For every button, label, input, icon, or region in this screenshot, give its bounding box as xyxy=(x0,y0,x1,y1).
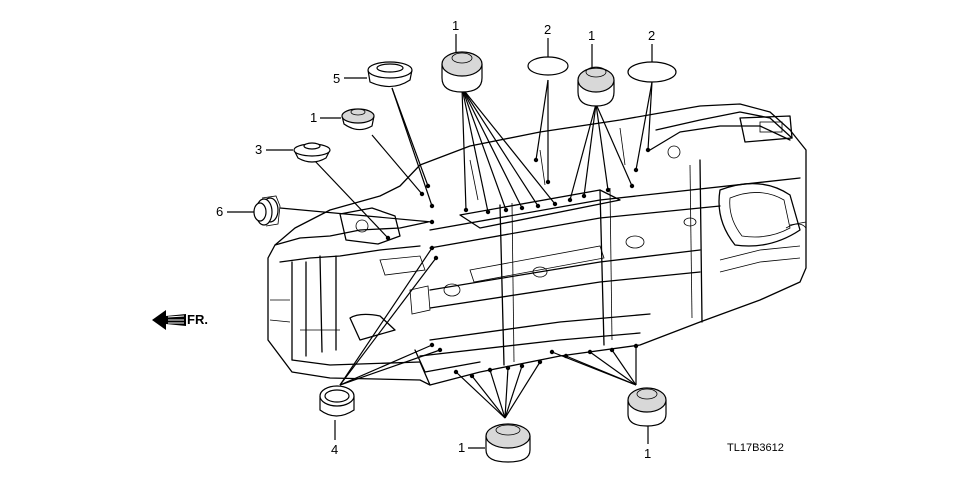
part-code: TL17B3612 xyxy=(727,442,784,454)
callout-6: 6 xyxy=(216,204,223,219)
grommet-plug-part-1 xyxy=(341,108,375,131)
grommet-part-3 xyxy=(293,142,331,163)
callout-3: 3 xyxy=(255,142,262,157)
grommet-part-5 xyxy=(367,61,413,88)
leader-dots xyxy=(385,147,651,379)
grommet-part-6 xyxy=(253,195,281,227)
callout-4: 4 xyxy=(331,442,338,457)
callout-1-bottom-center: 1 xyxy=(458,440,465,455)
callout-2-top-right: 2 xyxy=(648,28,655,43)
grommet-part-4 xyxy=(319,385,355,417)
grommet-plug-part-1 xyxy=(441,51,483,93)
vehicle-underbody xyxy=(267,103,807,386)
leader-lines xyxy=(279,79,653,419)
callout-2-top-left: 2 xyxy=(544,22,551,37)
grommet-plug-part-1 xyxy=(485,423,531,463)
grommet-plug-part-1 xyxy=(577,66,615,107)
callout-1-top-right: 1 xyxy=(588,28,595,43)
callout-1-top-left: 1 xyxy=(452,18,459,33)
grommet-tape-part-2 xyxy=(627,61,677,83)
grommet-plug-part-1 xyxy=(627,387,667,427)
grommet-tape-part-2 xyxy=(527,56,569,76)
front-label: FR. xyxy=(187,312,208,327)
front-direction-arrow-icon xyxy=(152,310,186,330)
callout-1-mid-left: 1 xyxy=(310,110,317,125)
callout-1-bottom-right: 1 xyxy=(644,446,651,461)
callouts: 1 2 1 2 5 1 3 6 4 1 1 xyxy=(216,18,655,461)
callout-5: 5 xyxy=(333,71,340,86)
